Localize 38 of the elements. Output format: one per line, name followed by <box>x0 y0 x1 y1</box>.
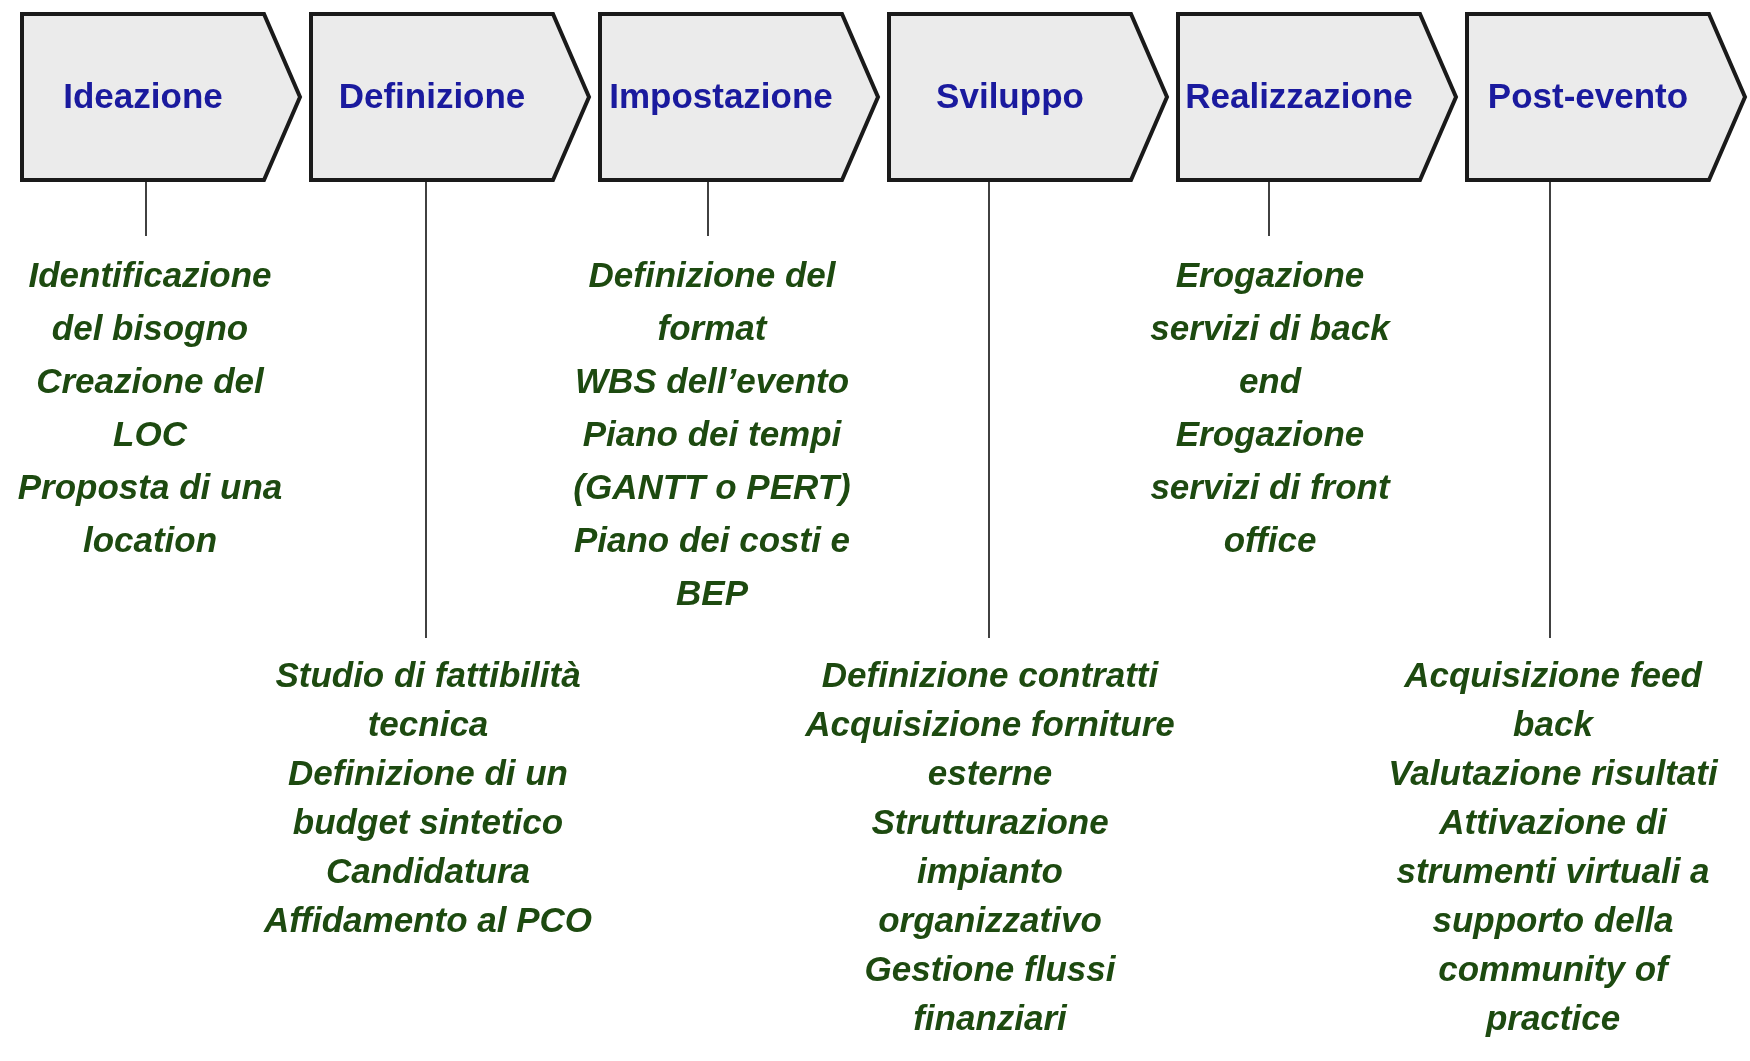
activity-text: Definizione di un budget sintetico <box>287 752 569 843</box>
activity-text: Erogazione servizi di back end <box>1149 254 1392 402</box>
phase-box <box>887 12 1169 182</box>
activity-text: Definizione del format <box>587 254 837 349</box>
phase-title: Impostazione <box>609 76 833 116</box>
phase-title: Post-evento <box>1487 76 1689 116</box>
phase-title: Realizzazione <box>1185 76 1413 116</box>
phase-box <box>598 12 880 182</box>
activity-text: Acquisizione feed back <box>1402 654 1704 745</box>
leader-line <box>1268 180 1270 237</box>
activity-text: Proposta di una location <box>16 466 284 561</box>
leader-line <box>145 180 147 237</box>
leader-line <box>707 180 709 237</box>
phase-box <box>309 12 591 182</box>
activity-text: Erogazione servizi di front office <box>1149 413 1392 561</box>
phase-box <box>1176 12 1458 182</box>
activity-text: Acquisizione forniture esterne <box>805 703 1175 794</box>
activity-text: Candidatura <box>324 850 532 892</box>
phase-title: Ideazione <box>63 76 223 116</box>
activity-text: Attivazione di strumenti virtuali a supporto della community of practice <box>1395 801 1711 1039</box>
activity-text: Piano dei costi e BEP <box>572 519 852 614</box>
activity-text: Affidamento al PCO <box>262 899 593 941</box>
phase-box <box>1465 12 1747 182</box>
activity-text: Piano dei tempi (GANTT o PERT) <box>572 413 852 508</box>
phase-title: Definizione <box>338 76 526 116</box>
activity-text: Identificazione del bisogno <box>27 254 273 349</box>
leader-line <box>425 180 427 639</box>
leader-line <box>988 180 990 639</box>
phase-box <box>20 12 302 182</box>
phase-title: Sviluppo <box>936 76 1084 116</box>
activity-text: Studio di fattibilità tecnica <box>274 654 582 745</box>
activity-text: Creazione del LOC <box>35 360 266 455</box>
activity-text: Gestione flussi finanziari <box>863 948 1117 1039</box>
leader-line <box>1549 180 1551 639</box>
activity-text: WBS dell’evento <box>573 360 851 402</box>
activity-text: Definizione contratti <box>820 654 1160 696</box>
activity-text: Strutturazione impianto organizzativo <box>870 801 1110 941</box>
activity-text: Valutazione risultati <box>1387 752 1720 794</box>
